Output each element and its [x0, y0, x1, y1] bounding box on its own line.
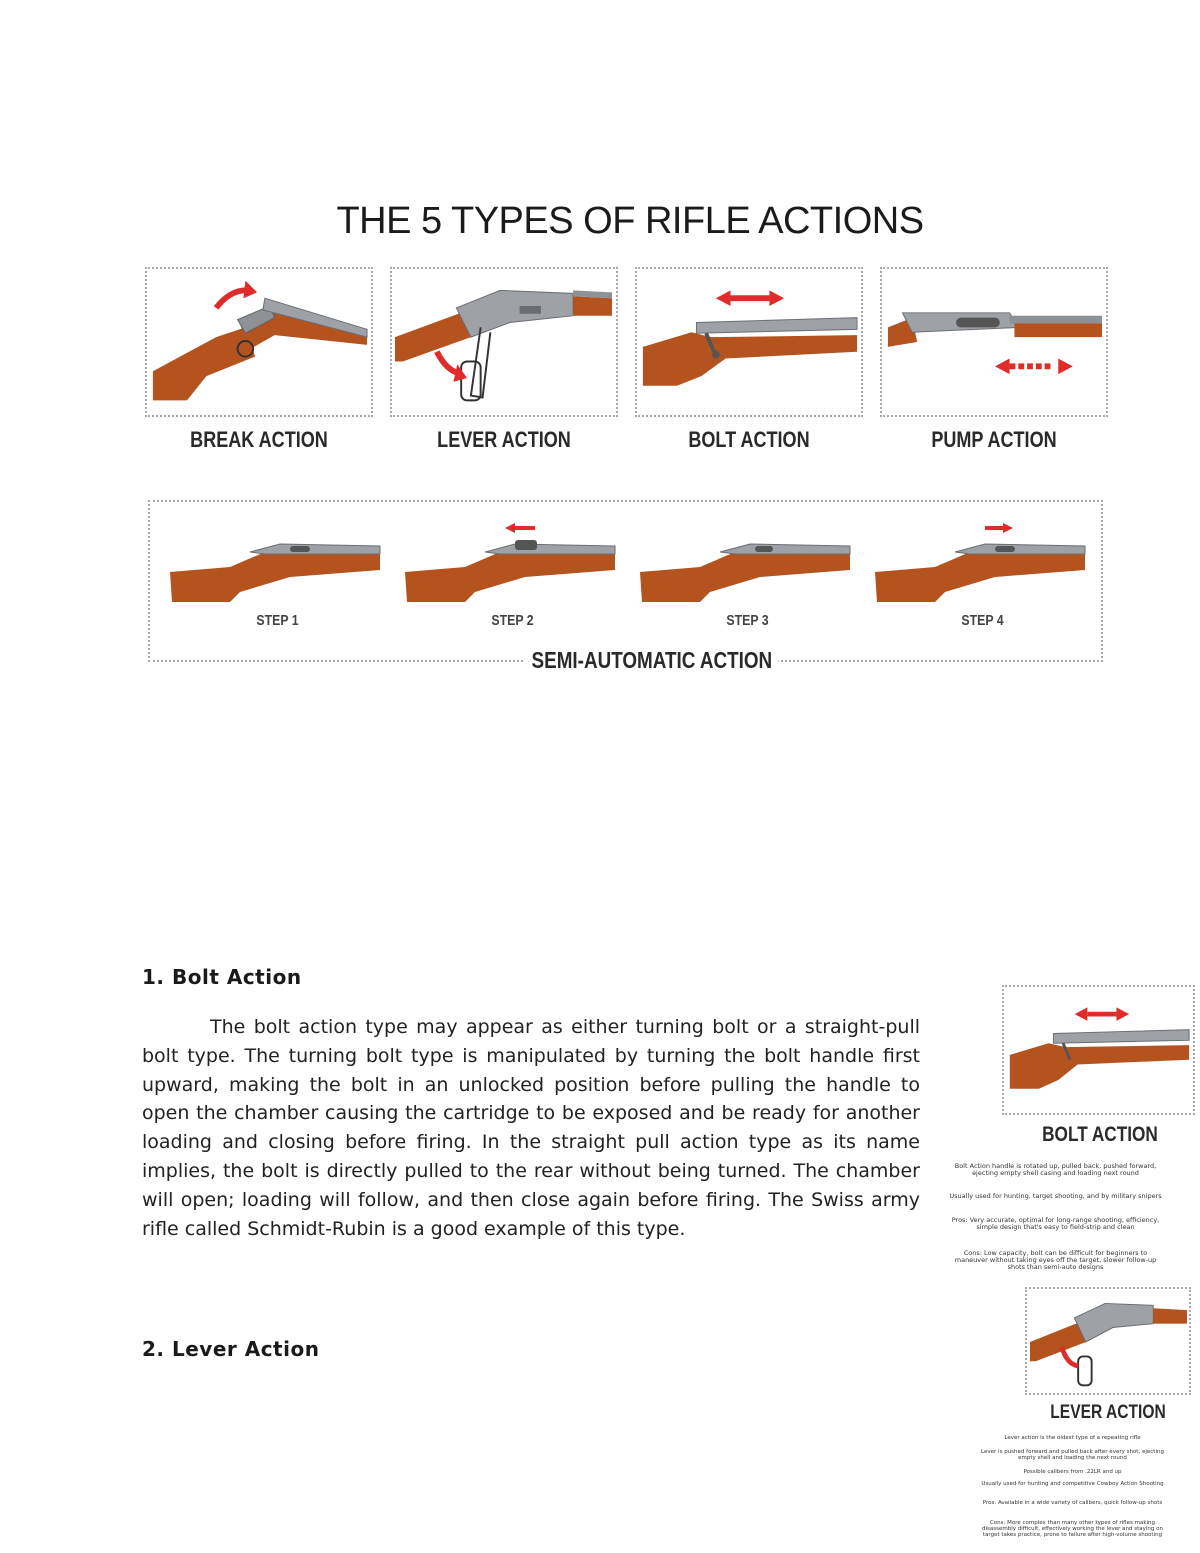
bolt-side-line-1: Bolt Action handle is rotated up, pulled…: [954, 1162, 1157, 1178]
step-3-label: STEP 3: [726, 612, 769, 629]
semi-auto-step-2: STEP 2: [405, 522, 620, 632]
lever-action-side-image: [1025, 1287, 1191, 1395]
step-4-label: STEP 4: [961, 612, 1004, 629]
lever-side-line-4: Usually used for hunting and competitive…: [981, 1481, 1164, 1487]
break-action-label: BREAK ACTION: [190, 427, 328, 452]
bolt-side-title: BOLT ACTION: [1042, 1123, 1158, 1146]
lever-action-label: LEVER ACTION: [437, 427, 571, 452]
rifle-actions-infographic: THE 5 TYPES OF RIFLE ACTIONS BREAK ACTIO…: [140, 195, 1115, 675]
infographic-title: THE 5 TYPES OF RIFLE ACTIONS: [336, 200, 924, 242]
break-action-image: [145, 267, 373, 417]
bolt-action-side-image: [1002, 985, 1195, 1115]
lever-side-line-3: Possible calibers from .22LR and up: [1023, 1469, 1122, 1475]
lever-side-title: LEVER ACTION: [1050, 1402, 1166, 1423]
semi-auto-step-1: STEP 1: [170, 522, 385, 632]
bolt-action-paragraph: The bolt action type may appear as eithe…: [142, 1016, 920, 1240]
lever-side-line-5: Pros: Available in a wide variety of cal…: [982, 1500, 1163, 1506]
bolt-action-image: [635, 267, 863, 417]
semi-auto-step-3: STEP 3: [640, 522, 855, 632]
bolt-action-label: BOLT ACTION: [688, 427, 810, 452]
lever-side-line-6: Cons: More complex than many other types…: [982, 1520, 1163, 1539]
lever-action-heading: 2. Lever Action: [142, 1337, 320, 1361]
pump-action-image: [880, 267, 1108, 417]
step-2-label: STEP 2: [491, 612, 534, 629]
semi-automatic-panel: STEP 1 STEP 2 STEP 3: [148, 500, 1103, 674]
lever-side-line-1: Lever action is the oldest type of a rep…: [1004, 1435, 1141, 1441]
pump-action-label: PUMP ACTION: [931, 427, 1057, 452]
bolt-side-line-2: Usually used for hunting, target shootin…: [949, 1192, 1162, 1200]
semi-automatic-label: SEMI-AUTOMATIC ACTION: [525, 647, 779, 674]
step-1-label: STEP 1: [256, 612, 299, 629]
semi-auto-step-4: STEP 4: [875, 522, 1090, 632]
bolt-action-heading: 1. Bolt Action: [142, 965, 302, 989]
lever-side-line-2: Lever is pushed forward and pulled back …: [981, 1449, 1164, 1462]
bolt-side-line-4: Cons: Low capacity, bolt can be difficul…: [954, 1249, 1157, 1272]
bolt-side-line-3: Pros: Very accurate, optimal for long-ra…: [951, 1216, 1160, 1232]
lever-action-image: [390, 267, 618, 417]
